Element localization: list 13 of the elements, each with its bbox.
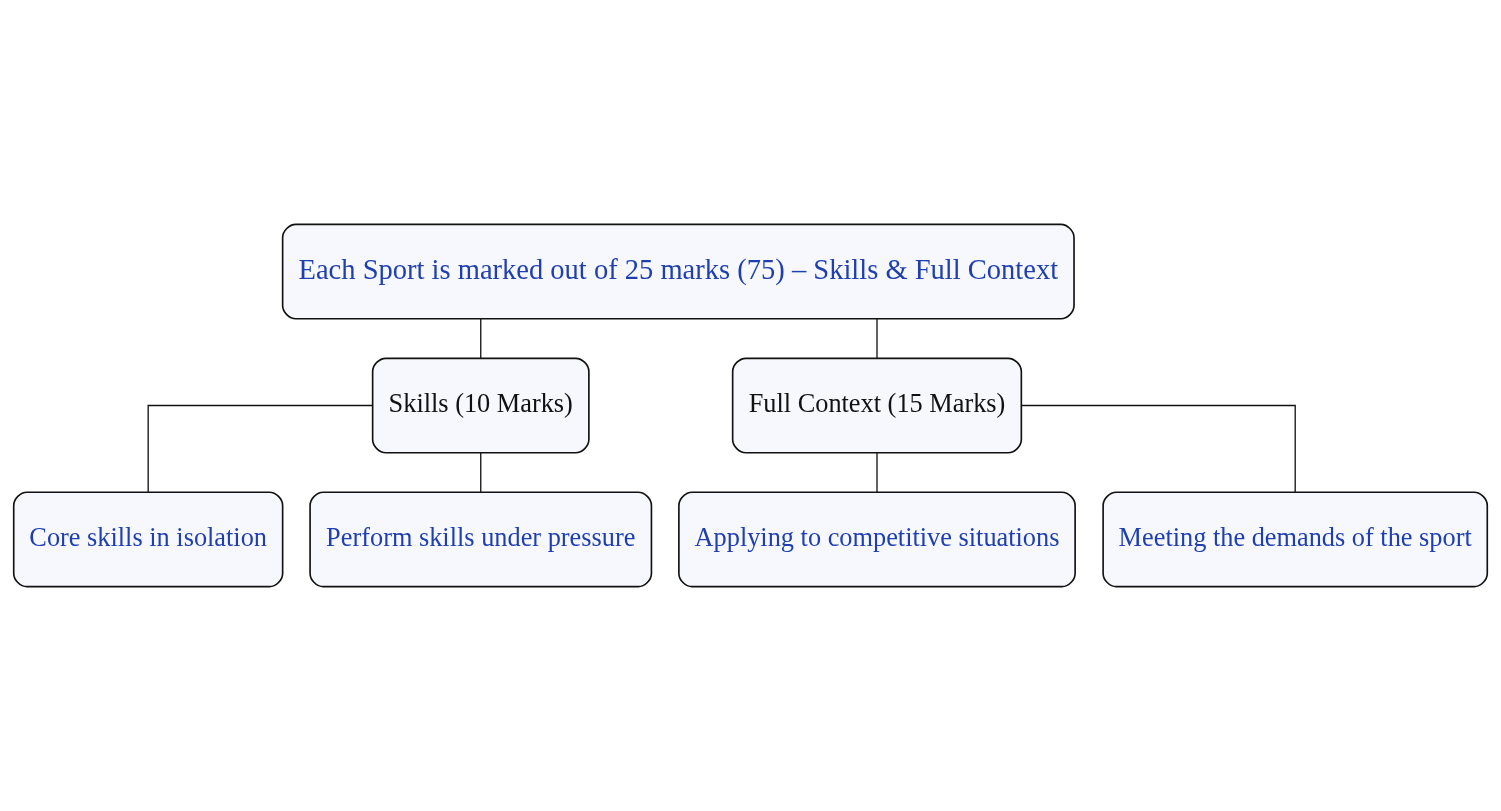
node-box: Perform skills under pressure	[309, 491, 653, 588]
node-box: Each Sport is marked out of 25 marks (75) – Skills & Full Context	[281, 223, 1075, 320]
node-box: Full Context (15 Marks)	[731, 357, 1023, 454]
node-box: Meeting the demands of the sport	[1102, 491, 1489, 588]
node-box: Skills (10 Marks)	[371, 357, 590, 454]
connector	[1020, 404, 1296, 493]
connector	[876, 452, 878, 493]
node-box: Applying to competitive situations	[678, 491, 1076, 588]
node-box: Core skills in isolation	[12, 491, 284, 588]
connector	[876, 318, 878, 359]
connector	[480, 452, 482, 493]
connector	[480, 318, 482, 359]
connector	[147, 404, 373, 493]
